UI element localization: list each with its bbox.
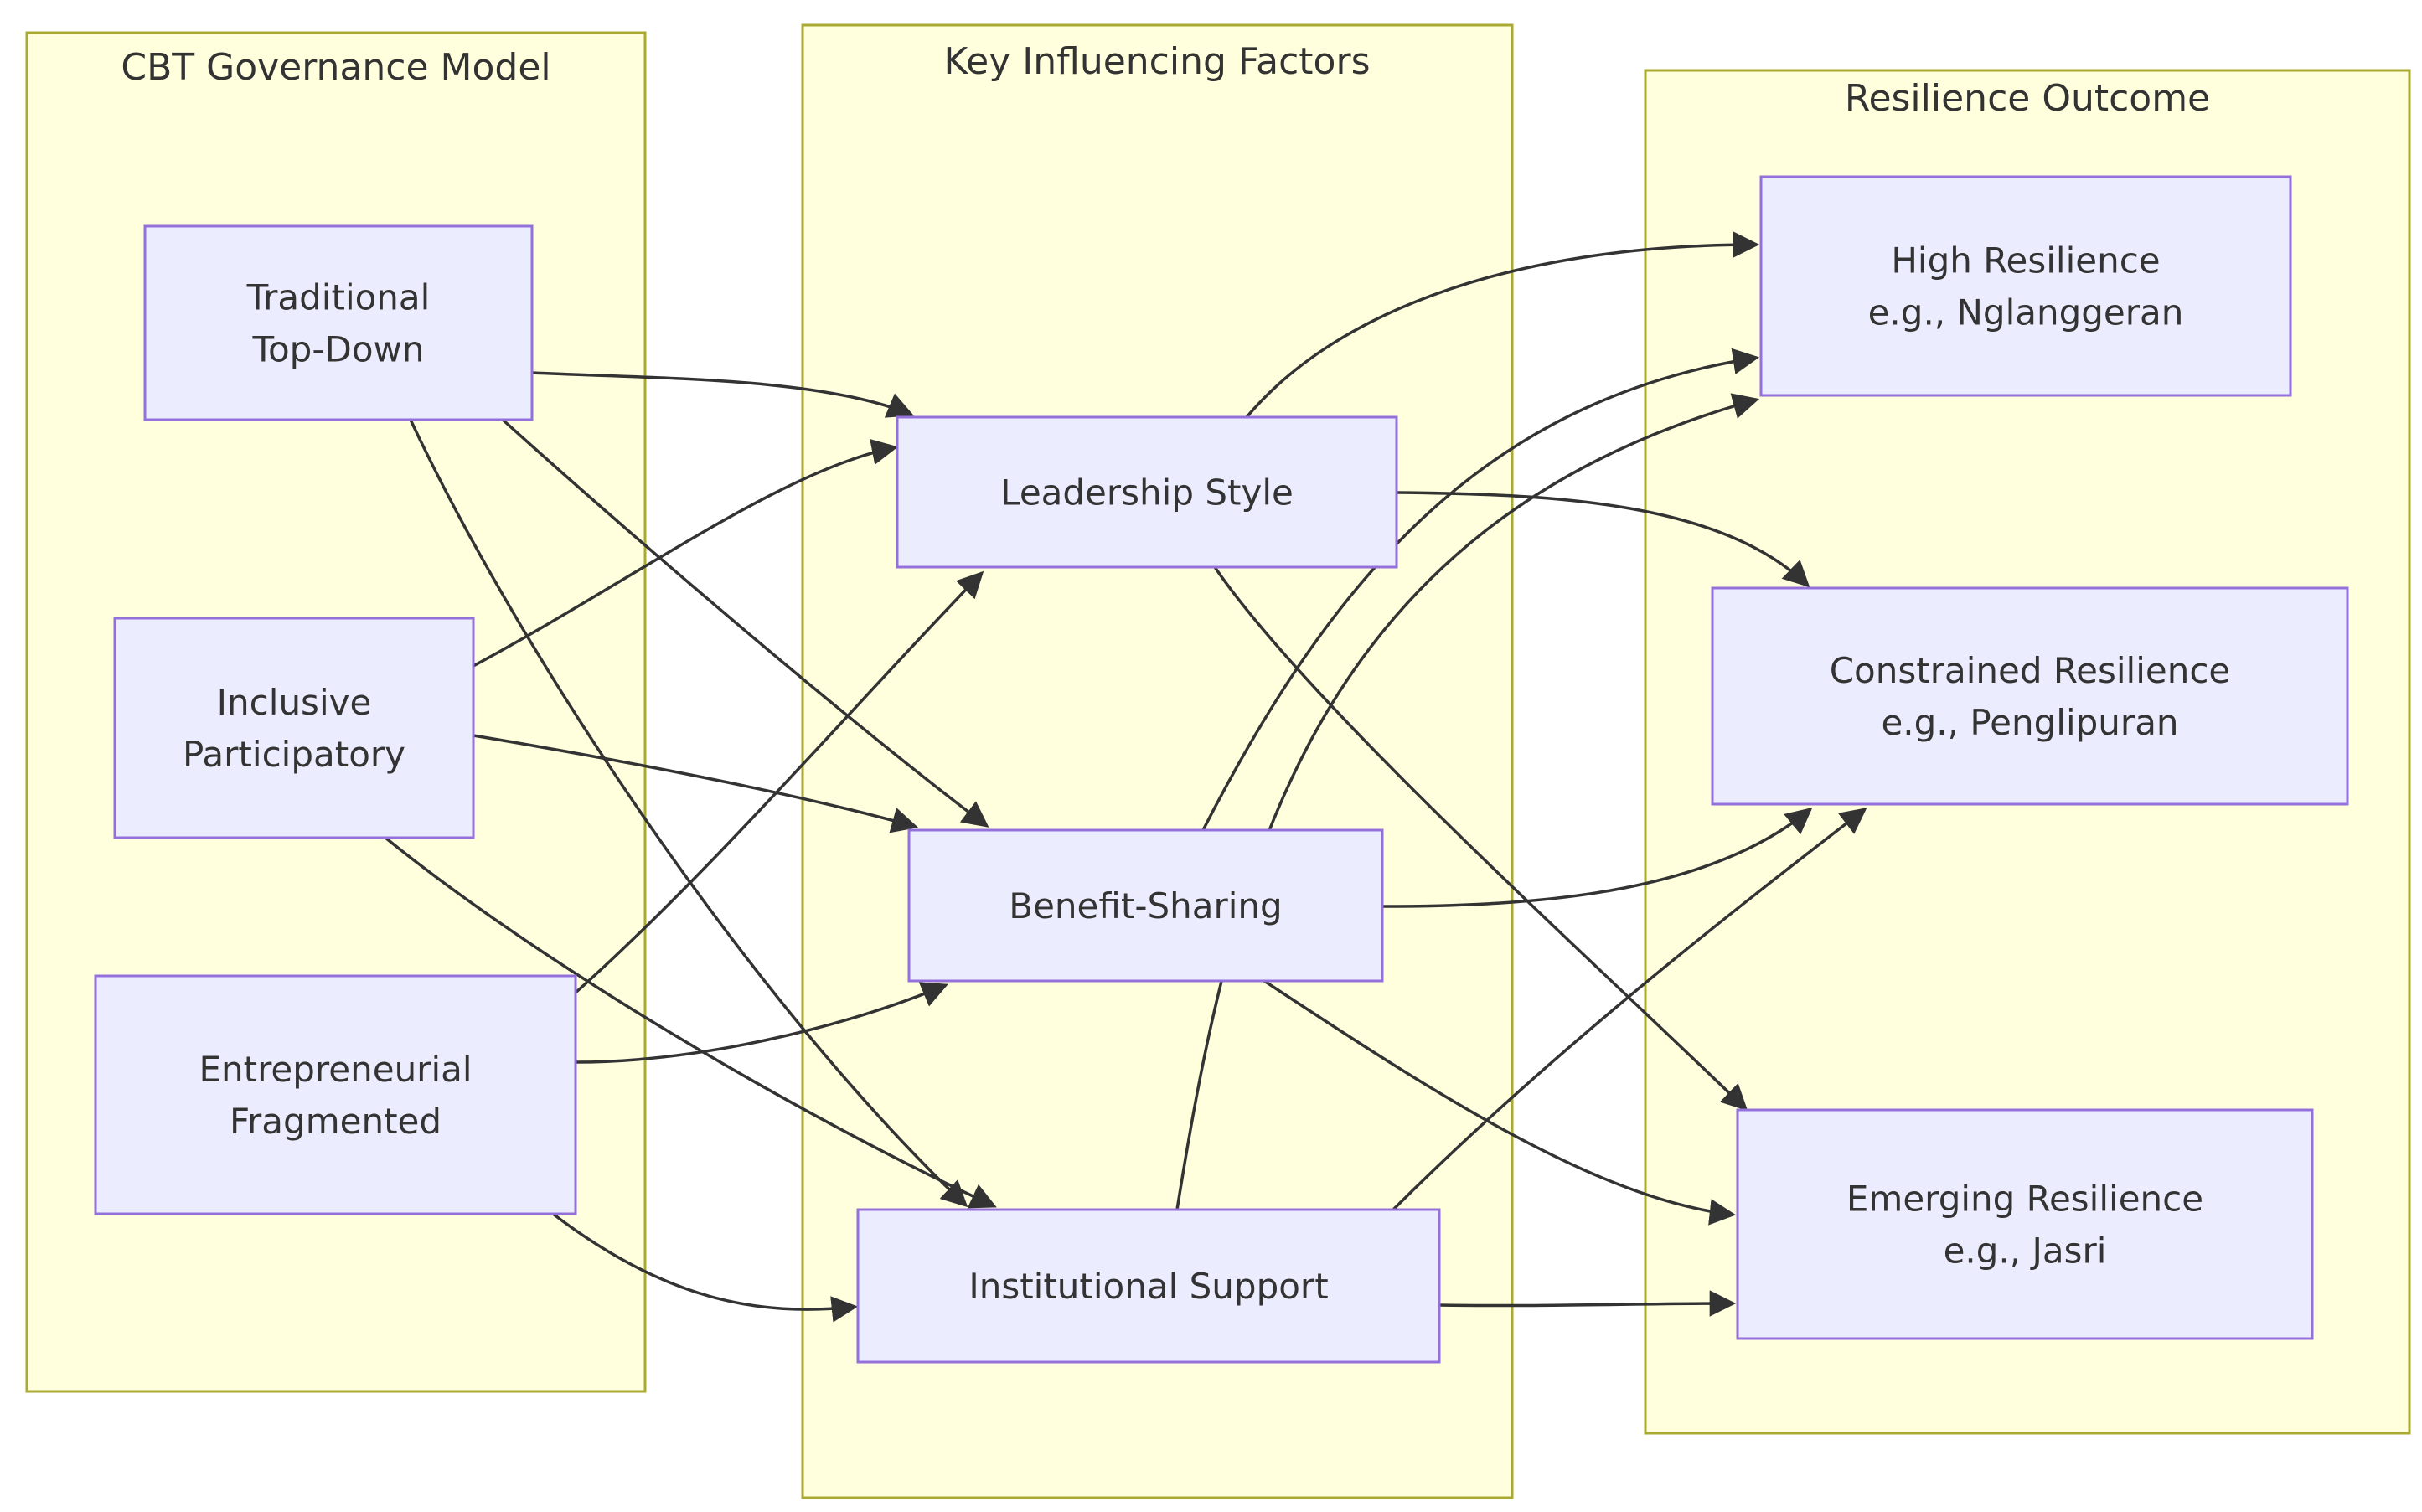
edge-entrepreneurial-fragmented-to-leadership-style [574, 570, 984, 994]
node-label-line: Top-Down [251, 329, 424, 370]
edge-institutional-support-to-emerging-resilience [1438, 1290, 1737, 1317]
edge-inclusive-participatory-to-institutional-support [384, 836, 997, 1209]
edge-leadership-style-to-emerging-resilience [1213, 566, 1748, 1112]
edge-entrepreneurial-fragmented-to-institutional-support [551, 1212, 859, 1323]
edge-leadership-style-to-high-resilience [1245, 231, 1760, 419]
container-title-influencing-factors: Key Influencing Factors [943, 40, 1370, 83]
node-label-line: Fragmented [230, 1101, 442, 1142]
node-inclusive-participatory [113, 617, 475, 839]
node-emerging-resilience [1736, 1108, 2314, 1340]
edge-traditional-top-down-to-leadership-style [531, 371, 914, 418]
node-constrained-resilience [1711, 586, 2349, 806]
node-label-line: Constrained Resilience [1830, 650, 2231, 691]
node-label-line: Entrepreneurial [199, 1049, 472, 1090]
node-label-line: Inclusive [217, 682, 372, 723]
node-leadership-style [896, 415, 1398, 569]
edges-layer [384, 231, 1867, 1323]
node-label-line: e.g., Jasri [1944, 1231, 2107, 1272]
edge-benefit-sharing-to-emerging-resilience [1263, 979, 1737, 1226]
node-label-line: Benefit-Sharing [1009, 885, 1282, 926]
node-label-benefit-sharing: Benefit-Sharing [1009, 885, 1282, 926]
container-title-governance-model: CBT Governance Model [121, 46, 550, 89]
edge-inclusive-participatory-to-leadership-style [473, 438, 899, 668]
node-label-line: Institutional Support [968, 1266, 1328, 1307]
edge-traditional-top-down-to-institutional-support [409, 419, 968, 1208]
node-institutional-support [856, 1208, 1441, 1364]
node-label-leadership-style: Leadership Style [1000, 472, 1294, 513]
edge-institutional-support-to-high-resilience [1175, 393, 1760, 1210]
container-title-resilience-outcome: Resilience Outcome [1845, 77, 2210, 120]
node-label-line: Participatory [183, 734, 405, 775]
node-label-emerging-resilience: Emerging Resilience e.g., Jasri [1846, 1179, 2203, 1272]
edge-leadership-style-to-constrained-resilience [1396, 491, 1810, 588]
node-traditional-top-down [143, 224, 534, 421]
node-label-line: e.g., Nglanggeran [1868, 292, 2184, 333]
edge-benefit-sharing-to-constrained-resilience [1381, 807, 1813, 908]
node-label-line: Traditional [246, 277, 431, 318]
node-entrepreneurial-fragmented [94, 974, 577, 1215]
node-label-institutional-support: Institutional Support [968, 1266, 1328, 1307]
edge-entrepreneurial-fragmented-to-benefit-sharing [575, 982, 948, 1064]
edge-institutional-support-to-constrained-resilience [1392, 808, 1867, 1211]
node-label-line: Emerging Resilience [1846, 1179, 2203, 1220]
node-label-line: e.g., Penglipuran [1881, 702, 2178, 743]
node-label-high-resilience: High Resilience e.g., Nglanggeran [1868, 240, 2184, 333]
edge-inclusive-participatory-to-benefit-sharing [473, 734, 919, 833]
node-label-line: High Resilience [1891, 240, 2160, 281]
node-benefit-sharing [907, 828, 1384, 983]
node-label-line: Leadership Style [1000, 472, 1294, 513]
edge-traditional-top-down-to-benefit-sharing [501, 418, 989, 828]
node-high-resilience [1759, 175, 2292, 397]
edge-benefit-sharing-to-high-resilience [1201, 348, 1760, 831]
node-label-constrained-resilience: Constrained Resilience e.g., Penglipuran [1830, 650, 2231, 743]
